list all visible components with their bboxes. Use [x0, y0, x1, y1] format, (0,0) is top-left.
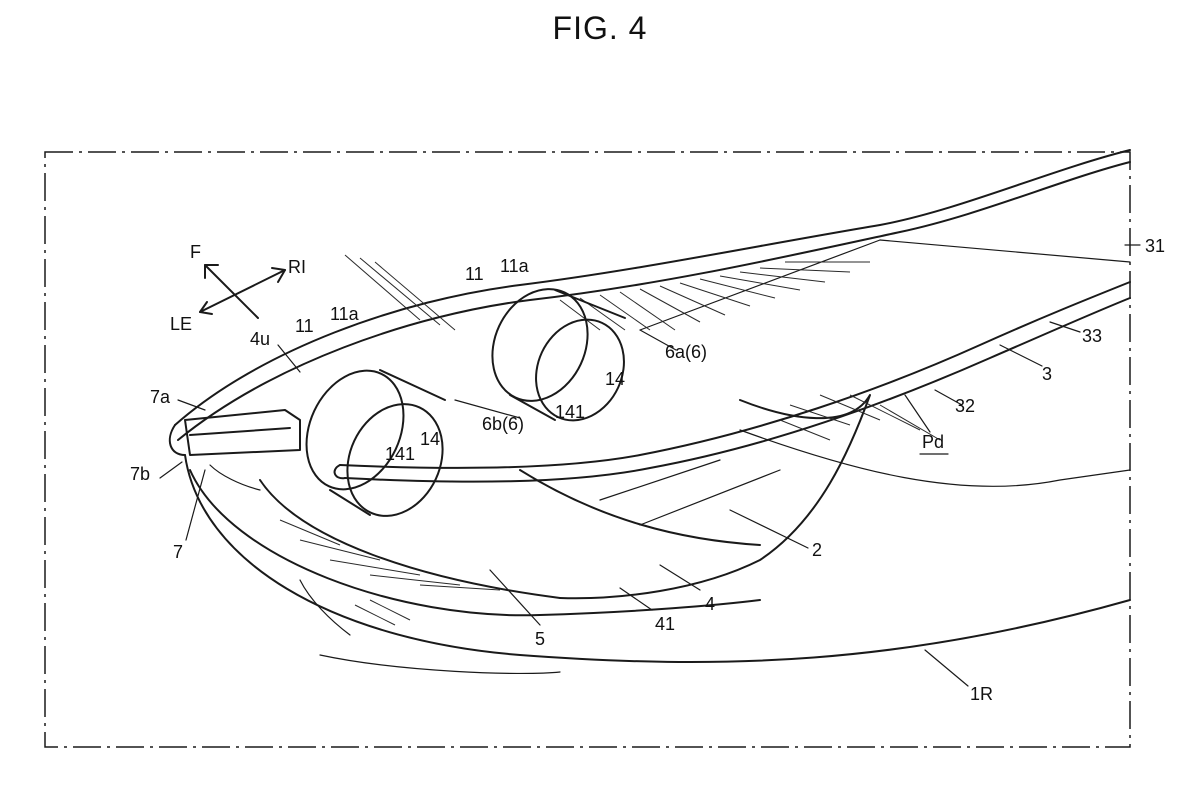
reference-labels: F RI LE 4u 11 11a 11 11a 6a(6) 6b(6) 14 …: [130, 236, 1165, 704]
label-F: F: [190, 242, 201, 262]
label-7a: 7a: [150, 387, 171, 407]
label-3: 3: [1042, 364, 1052, 384]
label-Pd: Pd: [922, 432, 944, 452]
label-4: 4: [705, 594, 715, 614]
lower-body-1R: [184, 429, 1131, 675]
leader-lines: [159, 244, 1141, 687]
label-14-right: 14: [605, 369, 625, 389]
floor-panel: [259, 394, 871, 600]
label-7b: 7b: [130, 464, 150, 484]
label-41: 41: [655, 614, 675, 634]
frame-border: [44, 151, 1131, 748]
label-1R: 1R: [970, 684, 993, 704]
label-11-right: 11: [465, 264, 484, 284]
label-32: 32: [955, 396, 975, 416]
roller-left: [305, 369, 446, 517]
label-11a-left: 11a: [330, 304, 360, 324]
label-31: 31: [1145, 236, 1165, 256]
direction-arrows: [199, 264, 286, 319]
stopper-7: [184, 409, 301, 491]
roller-right: [491, 288, 626, 422]
label-141-left: 141: [385, 444, 415, 464]
label-6b: 6b(6): [482, 414, 524, 434]
label-5: 5: [535, 629, 545, 649]
label-LE: LE: [170, 314, 192, 334]
label-7: 7: [173, 542, 183, 562]
label-11a-right: 11a: [500, 256, 530, 276]
label-141-right: 141: [555, 402, 585, 422]
label-6a: 6a(6): [665, 342, 707, 362]
upper-shell-4u: [168, 149, 1131, 456]
figure-title: FIG. 4: [552, 10, 648, 46]
rail-3: [333, 239, 1131, 483]
label-33: 33: [1082, 326, 1102, 346]
label-2: 2: [812, 540, 822, 560]
label-14-left: 14: [420, 429, 440, 449]
label-RI: RI: [288, 257, 306, 277]
hatching: [279, 254, 941, 626]
label-11-left: 11: [295, 316, 314, 336]
label-4u: 4u: [250, 329, 270, 349]
